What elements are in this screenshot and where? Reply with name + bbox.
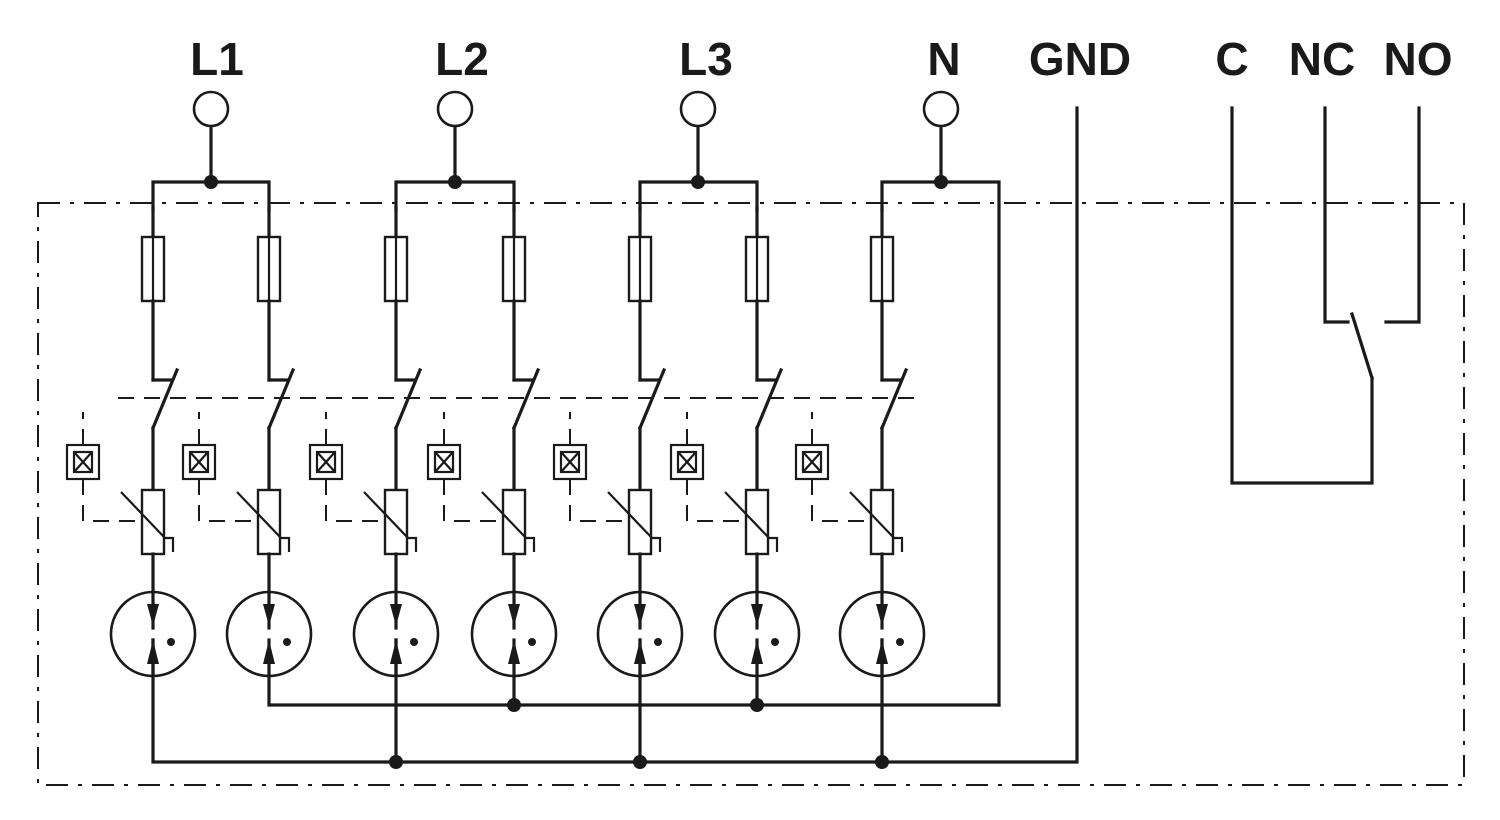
module-enclosure <box>37 202 1465 786</box>
disconnect-switch-icon <box>637 367 667 431</box>
terminal-label-n: N <box>927 33 960 85</box>
varistor-icon <box>501 488 527 556</box>
bottom-bus-lines <box>151 106 1079 769</box>
varistor-icon <box>383 488 409 556</box>
signal-contact <box>1230 106 1421 485</box>
varistor-icon <box>140 488 166 556</box>
varistor-icon <box>256 488 282 556</box>
protection-branch <box>65 206 197 678</box>
terminal-label-l3: L3 <box>679 33 733 85</box>
terminal-label-l1: L1 <box>190 33 244 85</box>
protection-branches <box>65 206 926 678</box>
disconnect-switch-icon <box>393 367 423 431</box>
terminal-l3 <box>679 90 717 184</box>
disconnect-switch-icon <box>266 367 296 431</box>
protection-branch <box>426 206 558 678</box>
terminal-l1 <box>192 90 230 184</box>
terminal-label-no: NO <box>1384 33 1453 85</box>
disconnect-switch-icon <box>879 367 909 431</box>
terminal-label-l2: L2 <box>435 33 489 85</box>
varistor-icon <box>869 488 895 556</box>
varistor-icon <box>744 488 770 556</box>
protection-branch <box>308 206 440 678</box>
top-bus-bars <box>151 175 1001 707</box>
protection-branch <box>552 206 684 678</box>
disconnect-switch-icon <box>511 367 541 431</box>
terminal-label-nc: NC <box>1289 33 1355 85</box>
varistor-icon <box>627 488 653 556</box>
terminal-l2 <box>436 90 474 184</box>
terminal-label-gnd: GND <box>1029 33 1131 85</box>
disconnect-switch-icon <box>150 367 180 431</box>
disconnect-switch-icon <box>754 367 784 431</box>
terminal-label-c: C <box>1215 33 1248 85</box>
protection-branch <box>794 206 926 678</box>
protection-branch <box>669 206 801 678</box>
terminal-n <box>922 90 960 184</box>
protection-branch <box>181 206 313 678</box>
